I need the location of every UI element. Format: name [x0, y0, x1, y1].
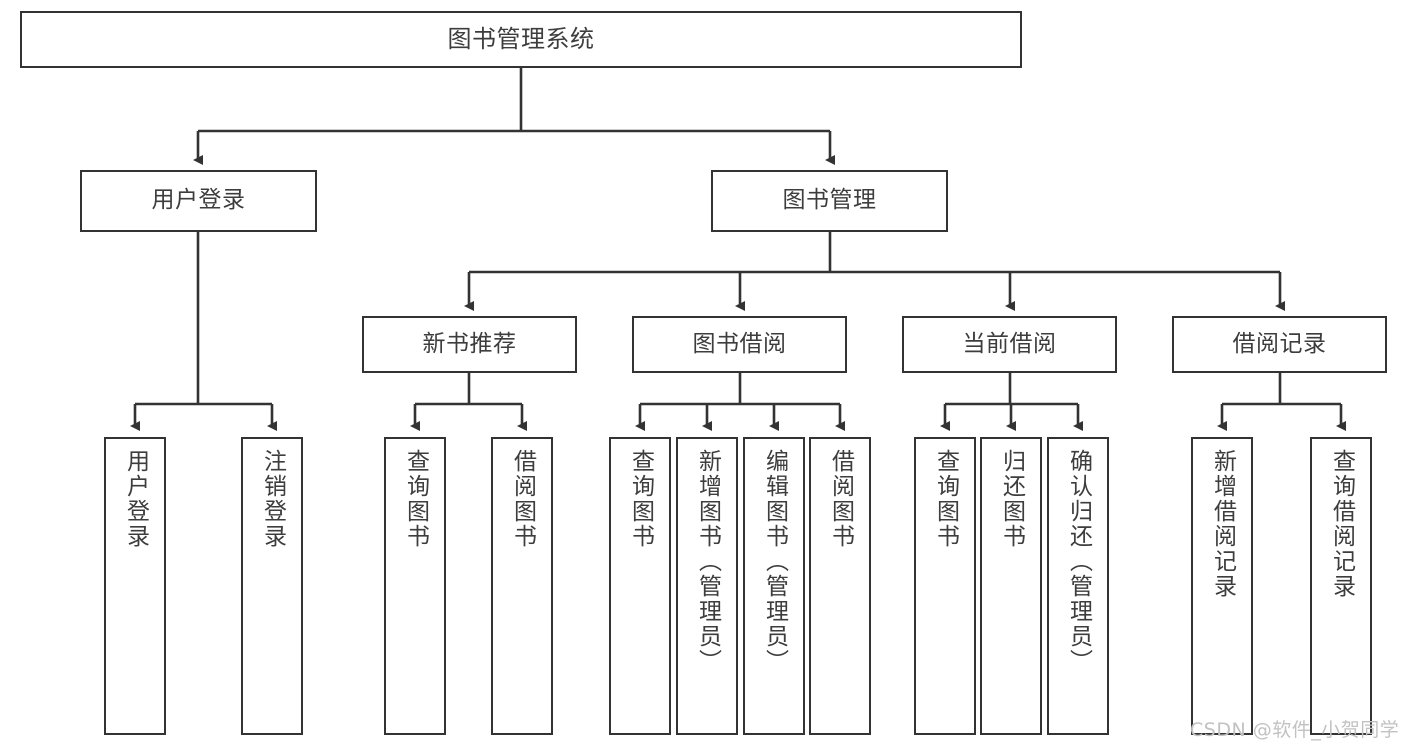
node-label: 图书借阅 — [692, 330, 787, 357]
leaf-confirm-return-admin[interactable]: 确认归还（管理员） — [1047, 437, 1109, 735]
node-label: 用户登录 — [122, 449, 149, 549]
leaf-borrow-books-recommendation[interactable]: 借阅图书 — [491, 437, 553, 735]
node-label: 新增图书（管理员） — [694, 449, 721, 674]
node-label: 归还图书 — [998, 449, 1025, 549]
node-root-book-management-system[interactable]: 图书管理系统 — [20, 11, 1022, 68]
leaf-add-borrow-record[interactable]: 新增借阅记录 — [1191, 437, 1253, 735]
node-new-book-recommendation[interactable]: 新书推荐 — [362, 316, 577, 373]
node-label: 借阅记录 — [1232, 330, 1327, 357]
node-label: 查询图书 — [627, 449, 654, 549]
node-label: 新增借阅记录 — [1209, 449, 1236, 599]
node-label: 查询借阅记录 — [1328, 449, 1355, 599]
leaf-edit-book-admin[interactable]: 编辑图书（管理员） — [743, 437, 805, 735]
node-label: 新书推荐 — [422, 330, 517, 357]
node-label: 编辑图书（管理员） — [761, 449, 788, 674]
node-label: 查询图书 — [402, 449, 429, 549]
node-label: 注销登录 — [259, 449, 286, 549]
node-label: 查询图书 — [932, 449, 959, 549]
leaf-query-books-current[interactable]: 查询图书 — [914, 437, 976, 735]
leaf-borrow-books-borrowing[interactable]: 借阅图书 — [809, 437, 871, 735]
node-label: 借阅图书 — [509, 449, 536, 549]
leaf-query-books-borrowing[interactable]: 查询图书 — [609, 437, 671, 735]
node-label: 用户登录 — [151, 187, 246, 214]
node-label: 当前借阅 — [962, 330, 1057, 357]
csdn-watermark: CSDN @软件_小贺同学 — [1190, 719, 1400, 741]
node-label: 确认归还（管理员） — [1065, 449, 1092, 674]
node-label: 图书管理系统 — [447, 25, 595, 54]
leaf-logout[interactable]: 注销登录 — [241, 437, 303, 735]
node-book-management[interactable]: 图书管理 — [711, 170, 948, 232]
node-user-login[interactable]: 用户登录 — [80, 170, 317, 232]
node-current-borrowing[interactable]: 当前借阅 — [902, 316, 1117, 373]
leaf-query-books-recommendation[interactable]: 查询图书 — [384, 437, 446, 735]
leaf-add-book-admin[interactable]: 新增图书（管理员） — [676, 437, 738, 735]
leaf-query-borrow-record[interactable]: 查询借阅记录 — [1310, 437, 1372, 735]
node-label: 图书管理 — [782, 187, 877, 214]
node-label: 借阅图书 — [827, 449, 854, 549]
leaf-user-login[interactable]: 用户登录 — [104, 437, 166, 735]
node-book-borrowing[interactable]: 图书借阅 — [632, 316, 847, 373]
node-borrow-records[interactable]: 借阅记录 — [1172, 316, 1387, 373]
leaf-return-books[interactable]: 归还图书 — [980, 437, 1042, 735]
